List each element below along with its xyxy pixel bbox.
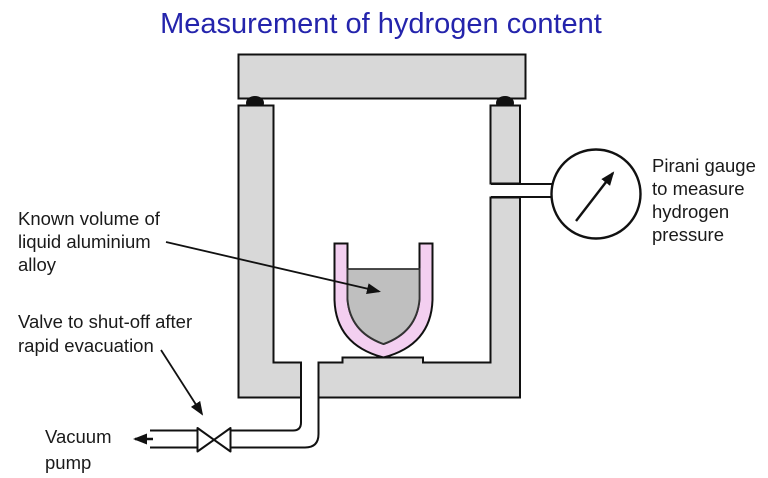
shutoff-valve-icon <box>213 427 232 453</box>
known-volume-label-line: alloy <box>18 254 57 275</box>
gauge-needle-icon <box>575 171 615 222</box>
vacuum-pump-label-line: pump <box>45 452 92 473</box>
known-volume-pointer-arrow-icon <box>165 241 381 295</box>
known-volume-label: Known volume of liquid aluminium alloy <box>18 207 160 276</box>
pirani-gauge-label-line: to measure <box>652 178 745 199</box>
valve-label-line: rapid evacuation <box>18 335 154 356</box>
pirani-gauge-label-line: pressure <box>652 224 724 245</box>
pirani-gauge-label: Pirani gauge to measure hydrogen pressur… <box>652 154 756 246</box>
valve-label: Valve to shut-off after rapid evacuation <box>18 310 192 358</box>
page-title: Measurement of hydrogen content <box>160 8 602 40</box>
vacuum-pump-label: Vacuum pump <box>45 424 112 476</box>
known-volume-label-line: Known volume of <box>18 208 160 229</box>
chamber-right-wall-upper <box>489 104 521 185</box>
vacuum-pipe-outer-line <box>230 362 320 449</box>
vacuum-pipe-inner-line <box>230 362 302 432</box>
shutoff-valve-icon <box>196 427 215 453</box>
valve-pointer-arrow-icon <box>160 349 204 416</box>
chamber-lid <box>237 53 527 100</box>
chamber-left-wall <box>237 104 302 399</box>
known-volume-label-line: liquid aluminium <box>18 231 151 252</box>
valve-label-line: Valve to shut-off after <box>18 311 193 332</box>
vacuum-pump-label-line: Vacuum <box>45 426 112 447</box>
pirani-gauge-label-line: Pirani gauge <box>652 155 756 176</box>
chamber-base-and-right-wall <box>317 196 521 399</box>
pirani-gauge-label-line: hydrogen <box>652 201 730 222</box>
